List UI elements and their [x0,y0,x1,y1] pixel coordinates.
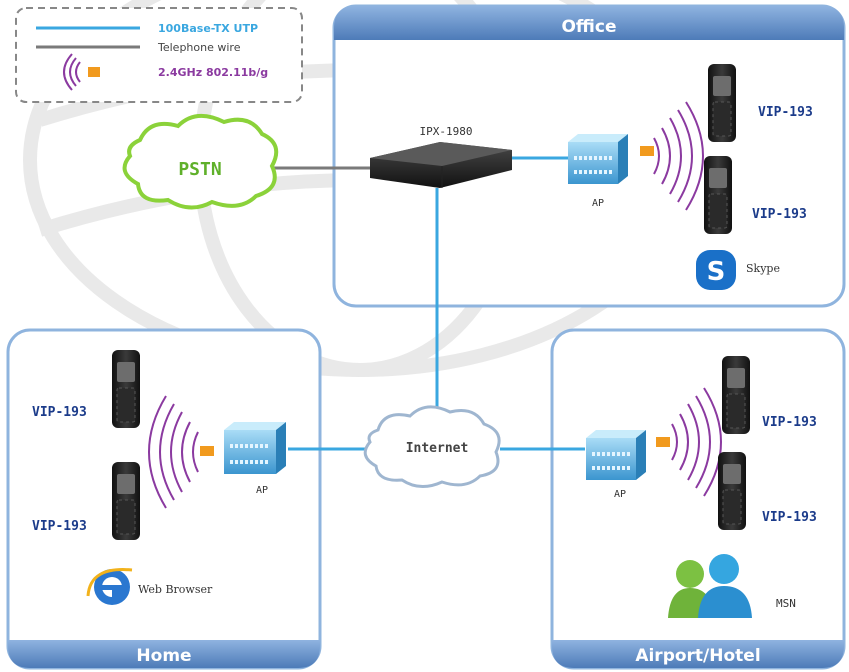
pbx-label: IPX-1980 [420,125,473,138]
home-phone-2: VIP-193 [32,462,140,540]
home-wifi-chip [200,446,214,456]
home-zone-title: Home [136,646,191,666]
msn-icon [668,554,752,618]
office-phone-1-label: VIP-193 [758,105,813,120]
office-phone-2: VIP-193 [704,156,807,234]
legend-wifi-label: 2.4GHz 802.11b/g [158,66,268,79]
legend-wifi-chip [88,67,100,77]
office-phone-1: VIP-193 [708,64,813,142]
pstn-cloud: PSTN [122,114,279,210]
home-ap-label: AP [256,485,268,496]
legend-wifi-icon [63,53,81,91]
skype-label: Skype [746,262,780,275]
web-browser-label: Web Browser [138,583,213,596]
pbx-device: IPX-1980 [370,125,512,188]
pstn-label: PSTN [178,159,221,180]
home-phone-1: VIP-193 [32,350,140,428]
airport-zone: Airport/Hotel [550,328,846,670]
office-ap: AP [568,134,628,209]
office-zone-title: Office [561,17,616,37]
cables [270,156,585,451]
svg-text:S: S [707,257,726,287]
airport-ap: AP [586,430,646,500]
home-wifi-waves [148,395,214,509]
home-ap: AP [224,422,286,496]
home-phone-1-label: VIP-193 [32,405,87,420]
legend: 100Base-TX UTP Telephone wire 2.4GHz 802… [15,7,303,103]
office-wifi-chip [640,146,654,156]
internet-cloud: Internet [363,405,501,488]
airport-phone-2-label: VIP-193 [762,510,817,525]
airport-phone-1-label: VIP-193 [762,415,817,430]
legend-phone-wire-label: Telephone wire [157,41,241,54]
internet-label: Internet [406,441,469,456]
office-ap-label: AP [592,198,604,209]
office-wifi-waves [640,101,704,211]
airport-ap-label: AP [614,489,626,500]
home-phone-2-label: VIP-193 [32,519,87,534]
airport-phone-1: VIP-193 [722,356,817,434]
office-phone-2-label: VIP-193 [752,207,807,222]
home-zone: Home [6,328,322,670]
airport-wifi-waves [656,387,722,497]
skype-icon: S [696,250,736,290]
airport-zone-title: Airport/Hotel [635,646,760,666]
airport-wifi-chip [656,437,670,447]
msn-label: MSN [776,597,796,610]
airport-phone-2: VIP-193 [718,452,817,530]
legend-utp-label: 100Base-TX UTP [158,22,258,35]
web-browser-icon [86,568,133,605]
